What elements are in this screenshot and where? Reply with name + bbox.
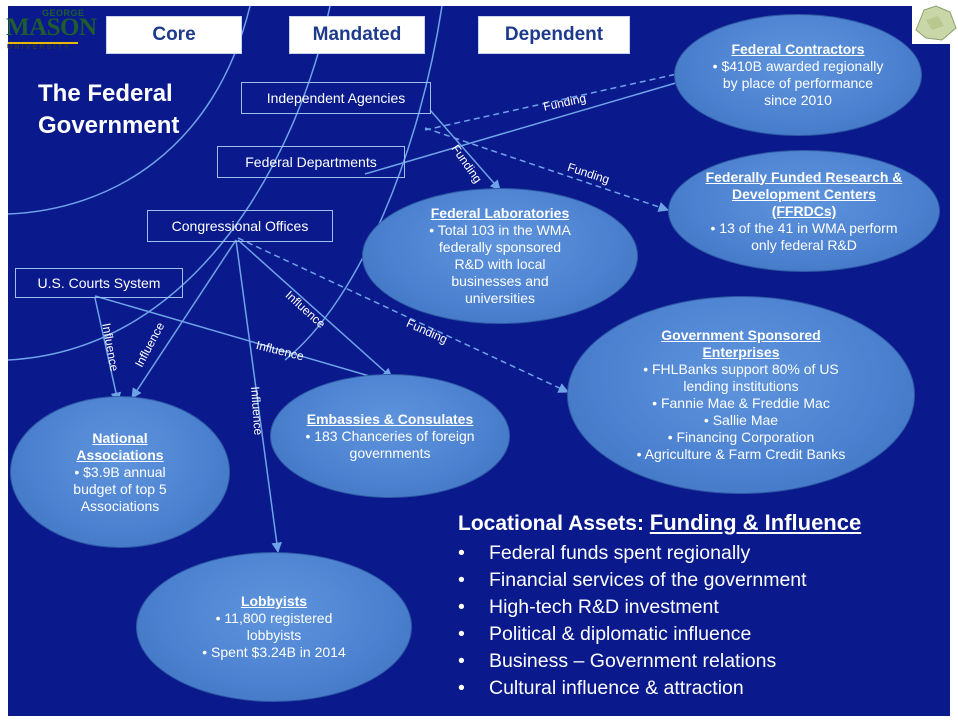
node-line: • Sallie Mae — [703, 412, 779, 428]
list-item: Federal funds spent regionally — [458, 540, 948, 567]
node-ffrdc: Federally Funded Research & Development … — [668, 150, 940, 272]
assets-title-prefix: Locational Assets: — [458, 512, 644, 535]
node-lobbyists: Lobbyists • 11,800 registered lobbyists … — [136, 552, 412, 702]
tag-dependent: Dependent — [478, 16, 630, 54]
edge-independent-labs — [429, 109, 501, 191]
node-heading: Federal Contractors — [731, 41, 865, 57]
edge-courts-associations — [94, 297, 122, 404]
edge-independent-ffrdc — [424, 127, 669, 212]
node-embassies-consulates: Embassies & Consulates • 183 Chanceries … — [270, 374, 510, 498]
node-line: • $410B awarded regionally by place of p… — [712, 58, 884, 108]
edge-congress-lobbyists — [235, 239, 282, 554]
box-federal-departments: Federal Departments — [217, 146, 405, 178]
logo-gold-bar — [8, 42, 78, 44]
tag-core: Core — [106, 16, 242, 54]
dependent-ring-arc — [284, 5, 443, 361]
edge-congress-embassies — [237, 239, 393, 379]
edge-congress-associations — [131, 239, 237, 399]
node-line: • Total 103 in the WMA federally sponsor… — [429, 222, 571, 306]
node-heading: Lobbyists — [240, 593, 308, 609]
node-government-sponsored-enterprises: Government Sponsored Enterprises • FHLBa… — [567, 296, 915, 494]
locational-assets: Locational Assets: Funding & Influence F… — [458, 510, 948, 702]
page-title: The Federal Government — [38, 80, 180, 139]
node-federal-contractors: Federal Contractors • $410B awarded regi… — [674, 14, 922, 136]
list-item: Business – Government relations — [458, 648, 948, 675]
list-item: Cultural influence & attraction — [458, 675, 948, 702]
edge-independent-contractors — [424, 68, 688, 131]
tag-mandated: Mandated — [289, 16, 425, 54]
assets-list: Federal funds spent regionally Financial… — [458, 540, 948, 702]
node-federal-laboratories: Federal Laboratories • Total 103 in the … — [362, 188, 638, 324]
list-item: High-tech R&D investment — [458, 594, 948, 621]
node-national-associations: National Associations • $3.9B annual bud… — [10, 396, 230, 548]
node-line: • 183 Chanceries of foreign governments — [305, 427, 475, 461]
list-item: Political & diplomatic influence — [458, 621, 948, 648]
node-line: • 13 of the 41 in WMA perform only feder… — [710, 219, 898, 253]
node-heading: Federal Laboratories — [430, 205, 570, 221]
edge-departments-contractors — [364, 79, 687, 175]
map-thumbnail-icon — [912, 0, 958, 44]
node-line: • FHLBanks support 80% of US lending ins… — [643, 361, 839, 394]
logo-mason-text: MASON — [6, 14, 97, 41]
assets-title: Locational Assets: Funding & Influence — [458, 510, 948, 536]
node-heading: National Associations — [76, 429, 164, 463]
box-independent-agencies: Independent Agencies — [241, 82, 431, 114]
logo-george-text: GEORGE — [42, 8, 85, 18]
edge-congress-gse — [237, 237, 569, 393]
box-us-courts-system: U.S. Courts System — [15, 268, 183, 298]
logo-university-text: UNIVERSITY — [7, 44, 72, 51]
list-item: Financial services of the government — [458, 567, 948, 594]
node-line: • Spent $3.24B in 2014 — [202, 644, 346, 660]
node-heading: Federally Funded Research & Development … — [705, 168, 903, 219]
node-line: • Agriculture & Farm Credit Banks — [636, 446, 846, 462]
box-congressional-offices: Congressional Offices — [147, 210, 333, 242]
node-line: • $3.9B annual budget of top 5 Associati… — [73, 463, 167, 514]
gmu-logo: GEORGE MASON UNIVERSITY — [6, 8, 97, 66]
node-line: • Financing Corporation — [667, 429, 815, 445]
core-ring-arc — [7, 5, 251, 215]
node-heading: Government Sponsored Enterprises — [661, 327, 821, 360]
node-line: • Fannie Mae & Freddie Mac — [652, 395, 830, 411]
assets-title-emphasis: Funding & Influence — [649, 510, 862, 535]
mandated-ring-arc — [7, 5, 331, 361]
node-heading: Embassies & Consulates — [306, 410, 474, 427]
node-line: • 11,800 registered lobbyists — [215, 610, 333, 643]
edge-courts-embassies — [94, 295, 391, 383]
